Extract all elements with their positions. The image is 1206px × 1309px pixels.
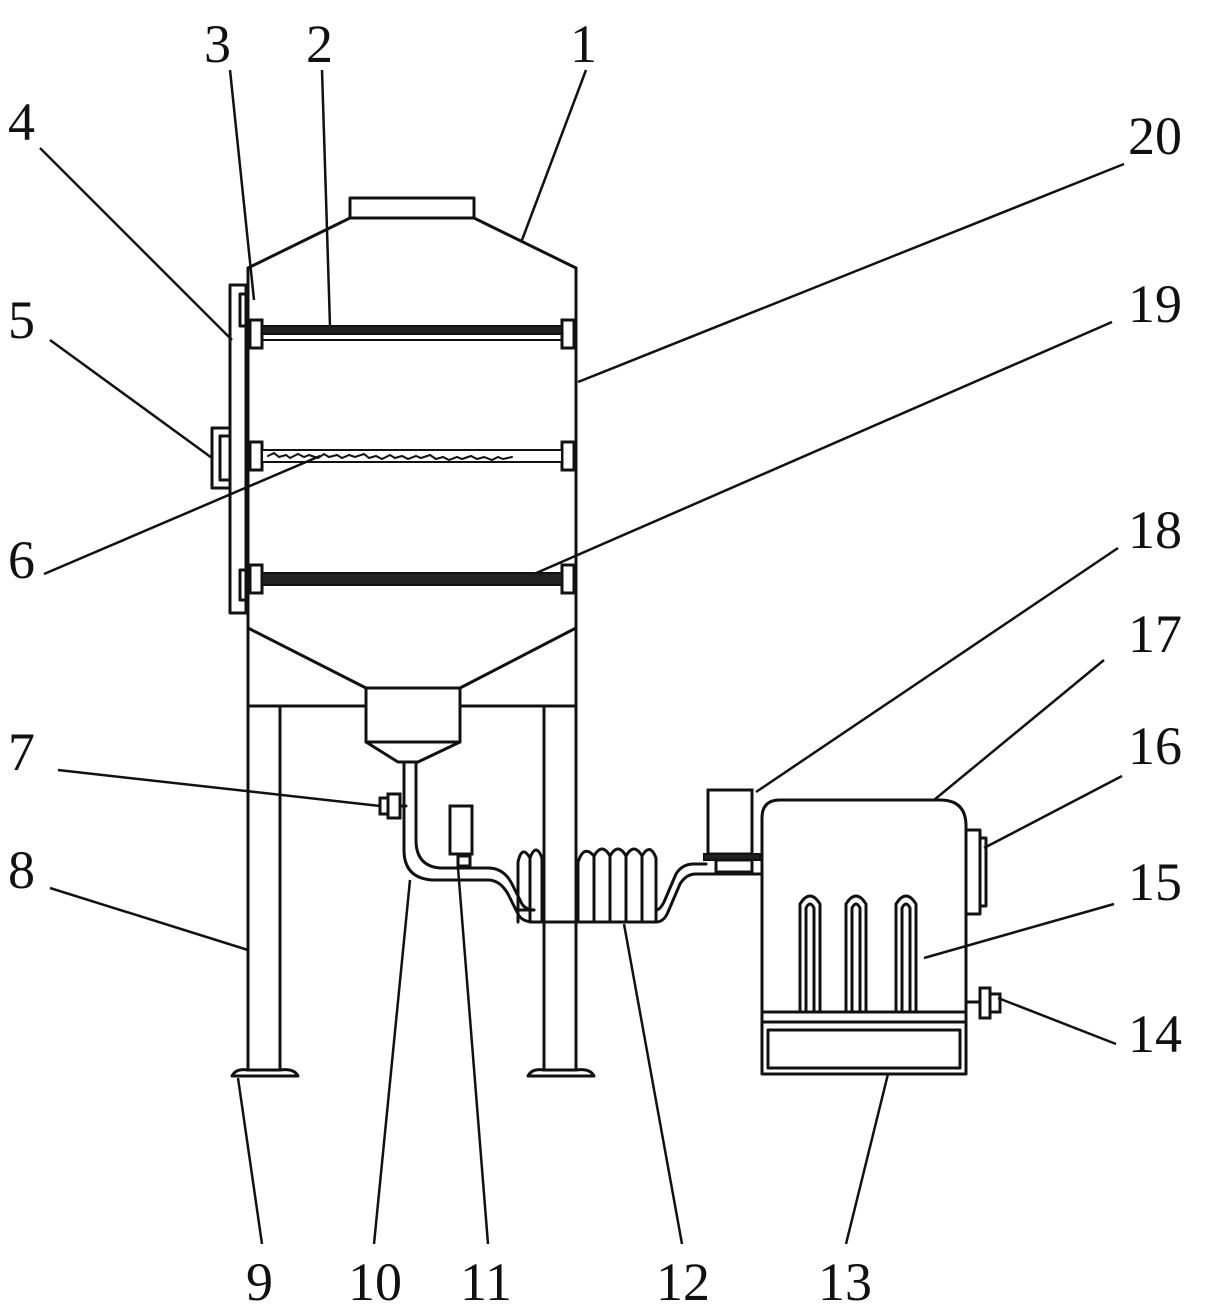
cooling-coil — [516, 847, 762, 924]
drain-valve — [378, 792, 408, 820]
drain-pipe — [402, 760, 536, 924]
support-legs — [246, 626, 578, 1072]
filter-layer-top — [248, 318, 576, 350]
label-18: 18 — [1128, 500, 1182, 560]
filter-layer-bottom — [248, 563, 576, 595]
tank — [760, 798, 968, 1076]
side-door — [228, 283, 250, 615]
outlet-valve — [964, 986, 1002, 1020]
label-1: 1 — [570, 14, 597, 74]
label-6: 6 — [8, 530, 35, 590]
label-3: 3 — [204, 14, 231, 74]
leader-lines — [39, 69, 1125, 1245]
side-window — [964, 828, 988, 916]
door-handle — [210, 426, 232, 490]
label-17: 17 — [1128, 604, 1182, 664]
tower-body — [246, 196, 578, 764]
label-5: 5 — [8, 290, 35, 350]
pump — [446, 804, 482, 870]
motor — [703, 788, 761, 874]
label-7: 7 — [8, 722, 35, 782]
label-19: 19 — [1128, 274, 1182, 334]
label-20: 20 — [1128, 106, 1182, 166]
label-10: 10 — [348, 1252, 402, 1309]
label-12: 12 — [656, 1252, 710, 1309]
support-feet — [230, 1068, 596, 1078]
label-16: 16 — [1128, 716, 1182, 776]
label-4: 4 — [8, 92, 35, 152]
heater-tubes — [798, 894, 918, 1014]
label-14: 14 — [1128, 1004, 1182, 1064]
filter-layer-middle — [248, 440, 576, 472]
label-8: 8 — [8, 840, 35, 900]
label-2: 2 — [306, 14, 333, 74]
callout-labels: 1 2 3 4 5 6 7 8 9 10 11 12 13 14 15 16 1… — [8, 14, 1182, 1309]
label-15: 15 — [1128, 852, 1182, 912]
label-9: 9 — [246, 1252, 273, 1309]
label-13: 13 — [818, 1252, 872, 1309]
label-11: 11 — [460, 1252, 512, 1309]
